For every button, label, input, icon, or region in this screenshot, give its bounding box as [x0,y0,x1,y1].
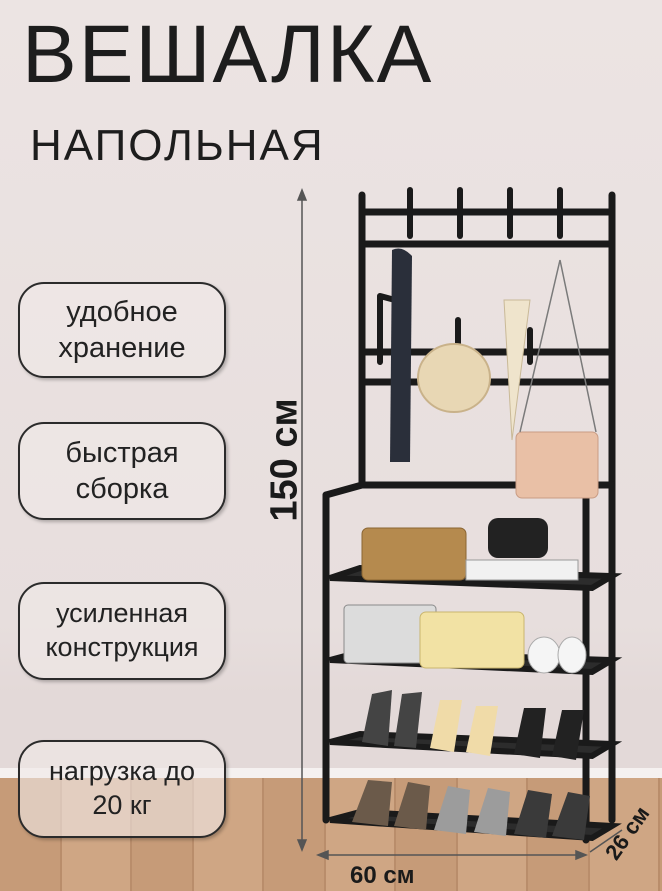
height-dimension-line [296,187,308,853]
telephone [488,518,548,558]
feature-line: сборка [75,473,169,505]
handbag [515,431,599,499]
books [465,559,579,581]
height-dimension-label: 150 см [263,398,306,522]
shoe-row-sneakers [352,780,590,840]
feature-line: конструкция [45,632,199,662]
bag-strap [519,259,597,433]
depth-dimension-line [589,829,623,853]
shoe-row-heels [362,690,584,760]
basket [361,527,467,581]
feature-badge-storage: удобное хранение [18,282,226,378]
height-dimension-label-box: 150 см [255,330,315,590]
feature-badge-assembly: быстрая сборка [18,422,226,520]
feature-line: хранение [58,332,186,364]
product-title: ВЕШАЛКА [22,9,434,100]
feature-line: 20 кг [92,790,152,820]
width-dimension-label: 60 см [350,862,415,889]
feature-line: нагрузка до [48,756,196,787]
umbrella [503,299,531,441]
straw-hat [417,343,491,413]
white-shoe [557,636,587,674]
towels [419,611,525,669]
product-subtitle: НАПОЛЬНАЯ [30,121,325,170]
width-dimension-line [315,849,589,861]
feature-line: удобное [66,295,178,328]
feature-line: быстрая [65,436,179,469]
feature-line: усиленная [55,598,188,629]
white-shoe [527,636,561,674]
scarf [390,248,412,462]
